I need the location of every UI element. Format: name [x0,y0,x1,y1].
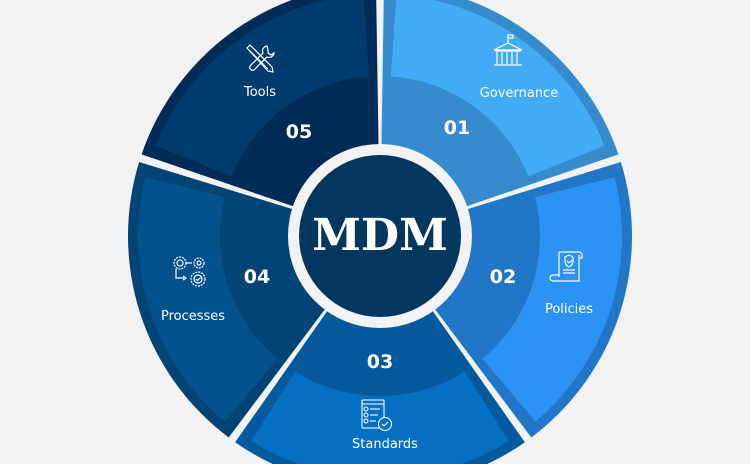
tools-icon [246,44,275,73]
wheel-segment-tools [141,0,379,209]
wheel-segment-policies [431,161,633,438]
government-building-icon [493,34,523,66]
segment-number: 02 [490,266,516,288]
segment-tools: 05 Tools [243,44,312,143]
segment-label: Standards [352,437,418,452]
wheel-segment-standards [235,306,525,464]
wheel-segment-governance [381,0,619,209]
segment-governance: 01 Governance [444,34,558,139]
segment-policies: 02 Policies [490,251,593,317]
segment-number: 01 [444,117,470,139]
center-circle [299,155,461,317]
policy-scroll-icon [549,251,583,282]
segment-number: 03 [367,351,393,373]
segment-label: Governance [480,86,558,101]
gears-process-icon [173,256,206,287]
segment-number: 05 [286,121,312,143]
segment-processes: 04 Processes [161,256,270,324]
segment-label: Tools [243,85,276,100]
wheel-segment-processes [127,161,329,438]
segment-label: Policies [545,302,593,317]
segment-number: 04 [244,266,270,288]
segment-label: Processes [161,309,225,324]
checklist-icon [361,399,393,432]
center-label: MDM [312,210,448,261]
segment-standards: 03 Standards [352,351,418,452]
